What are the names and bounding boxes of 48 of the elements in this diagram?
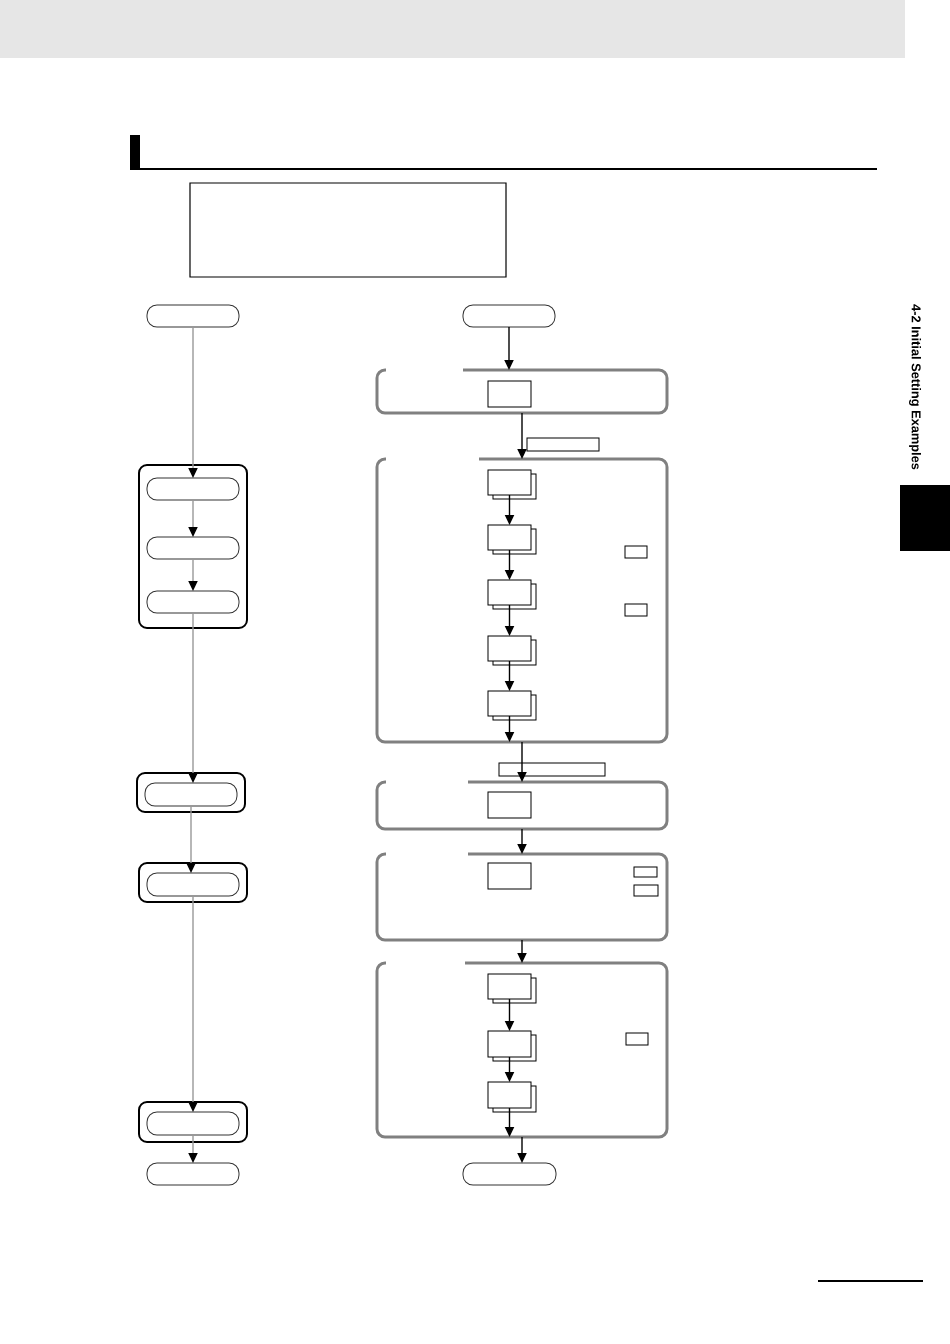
process-box xyxy=(146,590,240,614)
arrow xyxy=(504,326,514,370)
stacked-box xyxy=(487,579,537,610)
process-box xyxy=(146,872,240,897)
terminal-box xyxy=(146,1162,240,1186)
note-box xyxy=(189,182,507,278)
step-frame xyxy=(375,368,669,415)
stacked-box xyxy=(487,690,537,721)
section-tab-label: 4-2 Initial Setting Examples xyxy=(909,304,921,470)
process-box xyxy=(487,791,532,819)
arrow xyxy=(517,412,527,459)
arrow xyxy=(517,741,527,782)
process-box xyxy=(487,380,532,408)
arrow xyxy=(188,895,198,1112)
arrow xyxy=(188,326,198,478)
stacked-box xyxy=(487,1030,537,1062)
step-frame xyxy=(375,780,669,831)
stacked-box xyxy=(487,635,537,666)
arrow xyxy=(188,499,198,537)
process-box xyxy=(146,536,240,560)
stacked-box xyxy=(487,469,537,500)
stacked-box xyxy=(487,973,537,1004)
small-box xyxy=(526,437,600,452)
arrow xyxy=(188,612,198,783)
process-box xyxy=(487,862,532,890)
arrow xyxy=(517,939,527,963)
arrow xyxy=(188,558,198,591)
step-frame xyxy=(375,961,669,1139)
step-frame xyxy=(375,852,669,942)
small-box xyxy=(498,762,606,777)
process-box xyxy=(146,477,240,501)
step-frame xyxy=(375,457,669,744)
arrow xyxy=(186,805,196,873)
stacked-box xyxy=(487,524,537,555)
arrow xyxy=(188,1134,198,1163)
terminal-box xyxy=(462,304,556,328)
arrow xyxy=(517,828,527,854)
small-box xyxy=(633,884,659,897)
stacked-box xyxy=(487,1081,537,1113)
process-box xyxy=(146,1111,240,1136)
small-box xyxy=(633,866,658,878)
small-box xyxy=(625,1032,649,1046)
arrow xyxy=(517,1136,527,1163)
terminal-box xyxy=(146,304,240,328)
small-box xyxy=(624,603,648,617)
terminal-box xyxy=(462,1162,557,1186)
small-box xyxy=(624,545,648,559)
process-box xyxy=(144,782,238,807)
